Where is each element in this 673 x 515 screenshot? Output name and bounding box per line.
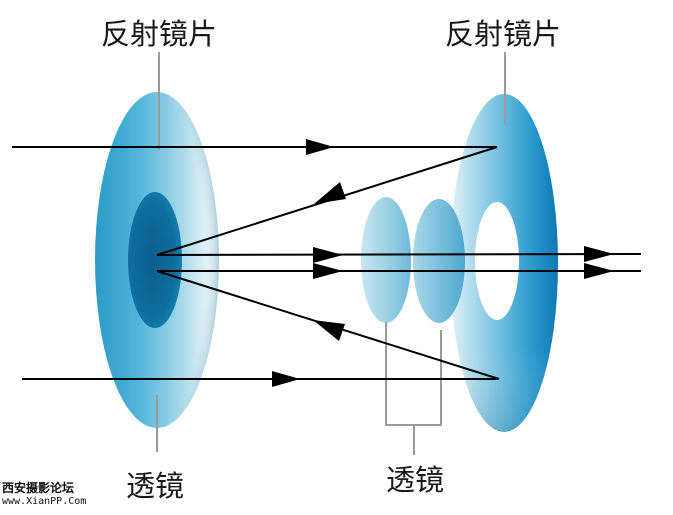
right-mirror-shade <box>450 94 558 432</box>
arrow-top-incoming <box>306 139 334 155</box>
small-lens-1 <box>361 197 411 323</box>
label-mirror-left: 反射镜片 <box>101 17 217 51</box>
arrow-top-reflected <box>314 182 346 204</box>
arrow-exit-upper-1 <box>313 247 343 263</box>
label-mirror-right: 反射镜片 <box>445 17 561 51</box>
arrow-exit-upper-2 <box>584 246 614 262</box>
left-mirror <box>95 92 219 428</box>
arrow-exit-lower-1 <box>313 263 343 279</box>
left-mirror-center-lens <box>128 192 182 328</box>
watermark-line1: 西安摄影论坛 <box>2 481 75 495</box>
leader-lens-right-bracket <box>385 322 442 426</box>
arrow-exit-lower-2 <box>584 263 614 279</box>
watermark: 西安摄影论坛 www.XianPP.Com <box>2 482 98 508</box>
arrow-bottom-reflected <box>313 320 345 341</box>
ray-exit-upper <box>156 253 642 256</box>
watermark-line2: www.XianPP.Com <box>2 496 87 507</box>
right-mirror <box>450 94 558 432</box>
label-lens-right: 透镜 <box>386 463 444 497</box>
small-lens-2 <box>413 199 465 323</box>
arrow-bottom-incoming <box>272 371 300 387</box>
label-lens-left: 透镜 <box>126 469 184 503</box>
